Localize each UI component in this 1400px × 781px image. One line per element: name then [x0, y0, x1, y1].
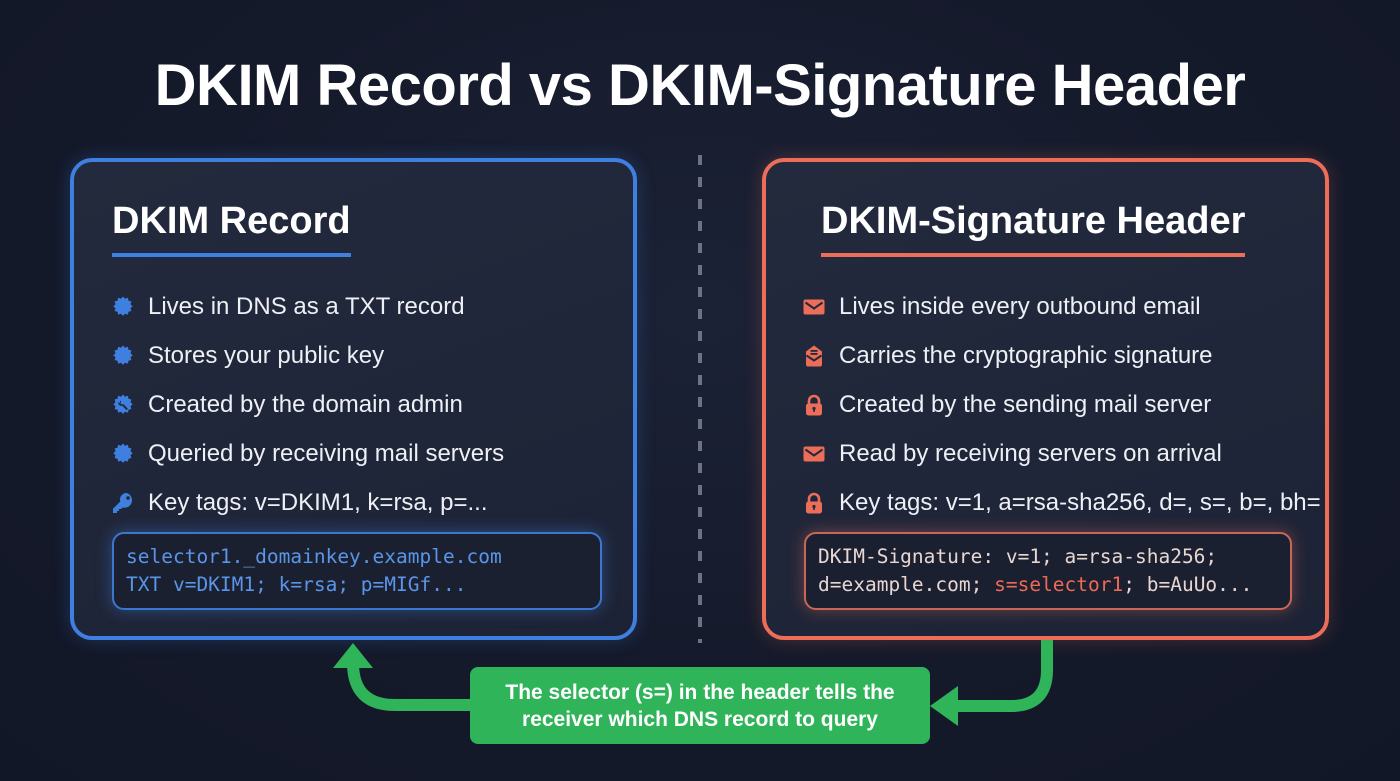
code-line: TXT v=DKIM1; k=rsa; p=MIGf... [126, 573, 467, 596]
item-text: Created by the sending mail server [839, 390, 1212, 418]
selector-callout: The selector (s=) in the header tells th… [470, 667, 930, 744]
list-item: Key tags: v=DKIM1, k=rsa, p=... [110, 478, 504, 527]
list-item: Lives inside every outbound email [801, 282, 1321, 331]
code-line: DKIM-Signature: v=1; a=rsa-sha256; [818, 545, 1218, 568]
gear-badge-icon [110, 441, 136, 467]
gear-badge-icon [110, 343, 136, 369]
list-item: Key tags: v=1, a=rsa-sha256, d=, s=, b=,… [801, 478, 1321, 527]
dkim-record-list: Lives in DNS as a TXT record Stores your… [110, 282, 504, 527]
item-text: Created by the domain admin [148, 390, 463, 418]
signature-header-code-block: DKIM-Signature: v=1; a=rsa-sha256; d=exa… [804, 532, 1292, 610]
list-item: Stores your public key [110, 331, 504, 380]
gear-badge-icon [110, 294, 136, 320]
list-item: Read by receiving servers on arrival [801, 429, 1321, 478]
dkim-signature-card: DKIM-Signature Header Lives inside every… [762, 158, 1329, 640]
dns-record-code-block: selector1._domainkey.example.com TXT v=D… [112, 532, 602, 610]
code-segment: ; b=AuUo... [1123, 573, 1253, 596]
item-text: Lives inside every outbound email [839, 292, 1201, 320]
item-text: Read by receiving servers on arrival [839, 439, 1222, 467]
callout-line: The selector (s=) in the header tells th… [505, 680, 895, 704]
lock-icon [801, 490, 827, 516]
lock-icon [801, 392, 827, 418]
item-text: Carries the cryptographic signature [839, 341, 1213, 369]
key-icon [110, 490, 136, 516]
dkim-signature-list: Lives inside every outbound email Carrie… [801, 282, 1321, 527]
list-item: Queried by receiving mail servers [110, 429, 504, 478]
arrow-to-record-icon [333, 643, 470, 711]
list-item: Created by the domain admin [110, 380, 504, 429]
code-line: d=example.com; s=selector1; b=AuUo... [818, 571, 1278, 599]
list-item: Created by the sending mail server [801, 380, 1321, 429]
envelope-icon [801, 441, 827, 467]
item-text: Lives in DNS as a TXT record [148, 292, 465, 320]
list-item: Lives in DNS as a TXT record [110, 282, 504, 331]
arrow-from-header-icon [930, 640, 1053, 726]
dkim-record-card: DKIM Record Lives in DNS as a TXT record… [70, 158, 637, 640]
open-envelope-icon [801, 343, 827, 369]
selector-highlight: s=selector1 [994, 573, 1124, 596]
code-segment: d=example.com; [818, 573, 995, 596]
gear-wrench-icon [110, 392, 136, 418]
dkim-record-title: DKIM Record [112, 200, 351, 257]
page-title: DKIM Record vs DKIM-Signature Header [154, 53, 1246, 118]
item-text: Key tags: v=1, a=rsa-sha256, d=, s=, b=,… [839, 488, 1321, 516]
dkim-signature-title: DKIM-Signature Header [821, 200, 1246, 257]
dashed-divider [698, 155, 702, 643]
code-line: selector1._domainkey.example.com [126, 545, 502, 568]
item-text: Queried by receiving mail servers [148, 439, 505, 467]
item-text: Stores your public key [148, 341, 385, 369]
item-text: Key tags: v=DKIM1, k=rsa, p=... [148, 488, 488, 516]
list-item: Carries the cryptographic signature [801, 331, 1321, 380]
envelope-icon [801, 294, 827, 320]
callout-line: receiver which DNS record to query [522, 707, 878, 731]
